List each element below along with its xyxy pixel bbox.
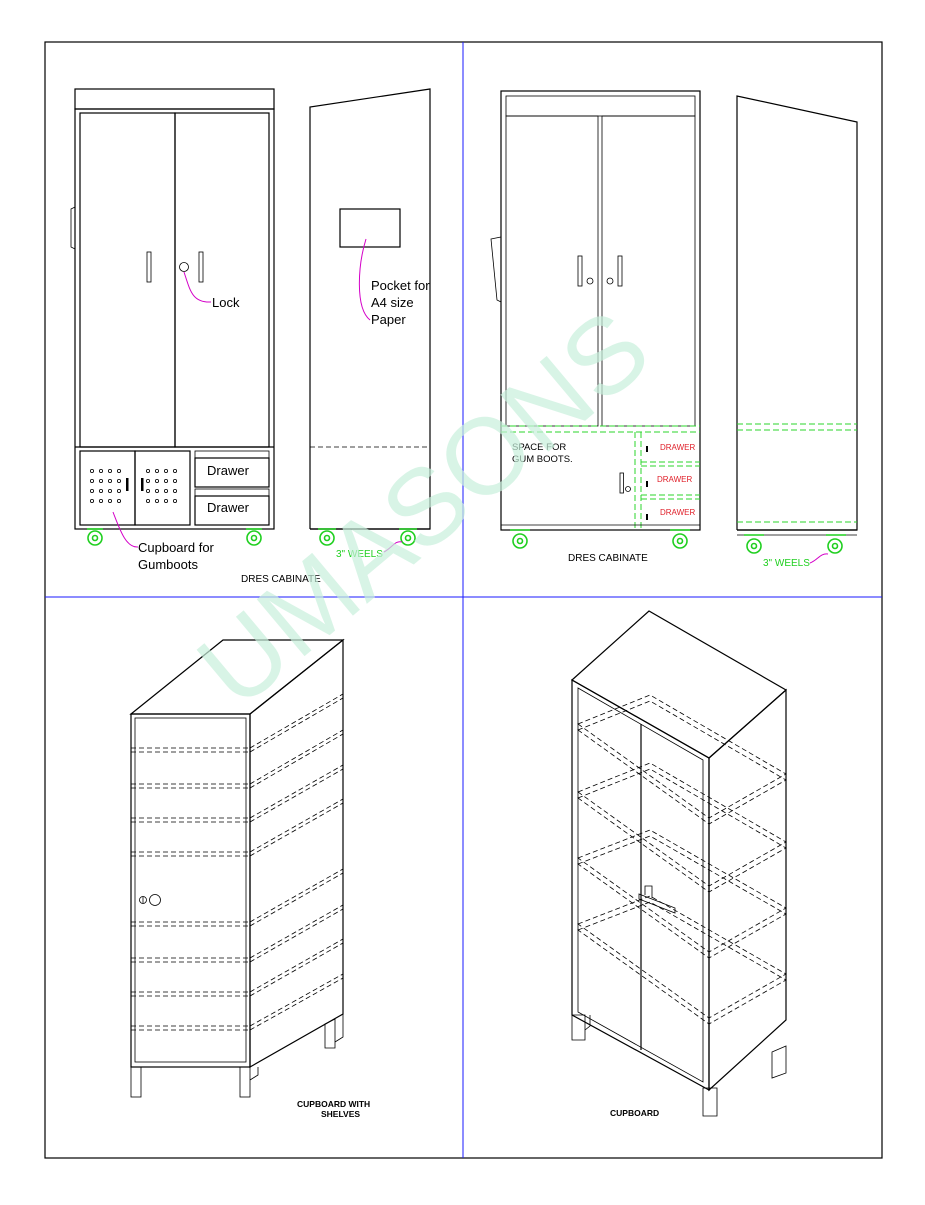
wheels-leader-left <box>383 541 403 553</box>
pocket-leader <box>358 238 371 321</box>
pocket-label-line3: Paper <box>371 312 406 327</box>
cupboard-leader <box>112 511 139 548</box>
drawer-label-top: Drawer <box>207 463 250 478</box>
a4-pocket <box>339 208 401 248</box>
cupboard-isometric <box>570 610 788 1117</box>
pocket-label-line1: Pocket for <box>371 278 430 293</box>
lock-leader <box>183 271 212 303</box>
cupboard-label-line1: Cupboard for <box>138 540 215 555</box>
side-view-cabinet-2 <box>736 95 858 554</box>
side-view-cabinet <box>309 88 431 546</box>
space-label-line2: GUM BOOTS. <box>512 454 573 465</box>
title-top-left: DRES CABINATE <box>241 574 321 585</box>
title-bottom-left-line1: CUPBOARD WITH <box>297 1099 370 1109</box>
space-label-line1: SPACE FOR <box>512 442 566 453</box>
handle-icon <box>638 893 676 914</box>
pocket-label-line2: A4 size <box>371 295 414 310</box>
title-top-right: DRES CABINATE <box>568 553 648 564</box>
title-bottom-right: CUPBOARD <box>610 1108 659 1118</box>
drawer-label-1: DRAWER <box>660 443 695 452</box>
title-bottom-left-line2: SHELVES <box>321 1109 360 1119</box>
cupboard-label-line2: Gumboots <box>138 557 198 572</box>
wheels-leader-right <box>809 553 829 564</box>
wheels-label-left: 3" WEELS <box>336 549 383 560</box>
watermark: UMASONS <box>175 286 671 730</box>
drawer-label-2: DRAWER <box>657 475 692 484</box>
wheel-icon <box>87 528 262 546</box>
wheels-label-right: 3" WEELS <box>763 558 810 569</box>
front-view-cabinet <box>70 88 275 546</box>
drawer-label-3: DRAWER <box>660 508 695 517</box>
drawer-label-bottom: Drawer <box>207 500 250 515</box>
front-view-cabinet-2 <box>490 90 701 549</box>
vent-holes <box>90 468 177 503</box>
lock-icon <box>179 262 189 272</box>
lock-label: Lock <box>212 295 240 310</box>
cupboard-with-shelves-isometric <box>129 638 345 1098</box>
